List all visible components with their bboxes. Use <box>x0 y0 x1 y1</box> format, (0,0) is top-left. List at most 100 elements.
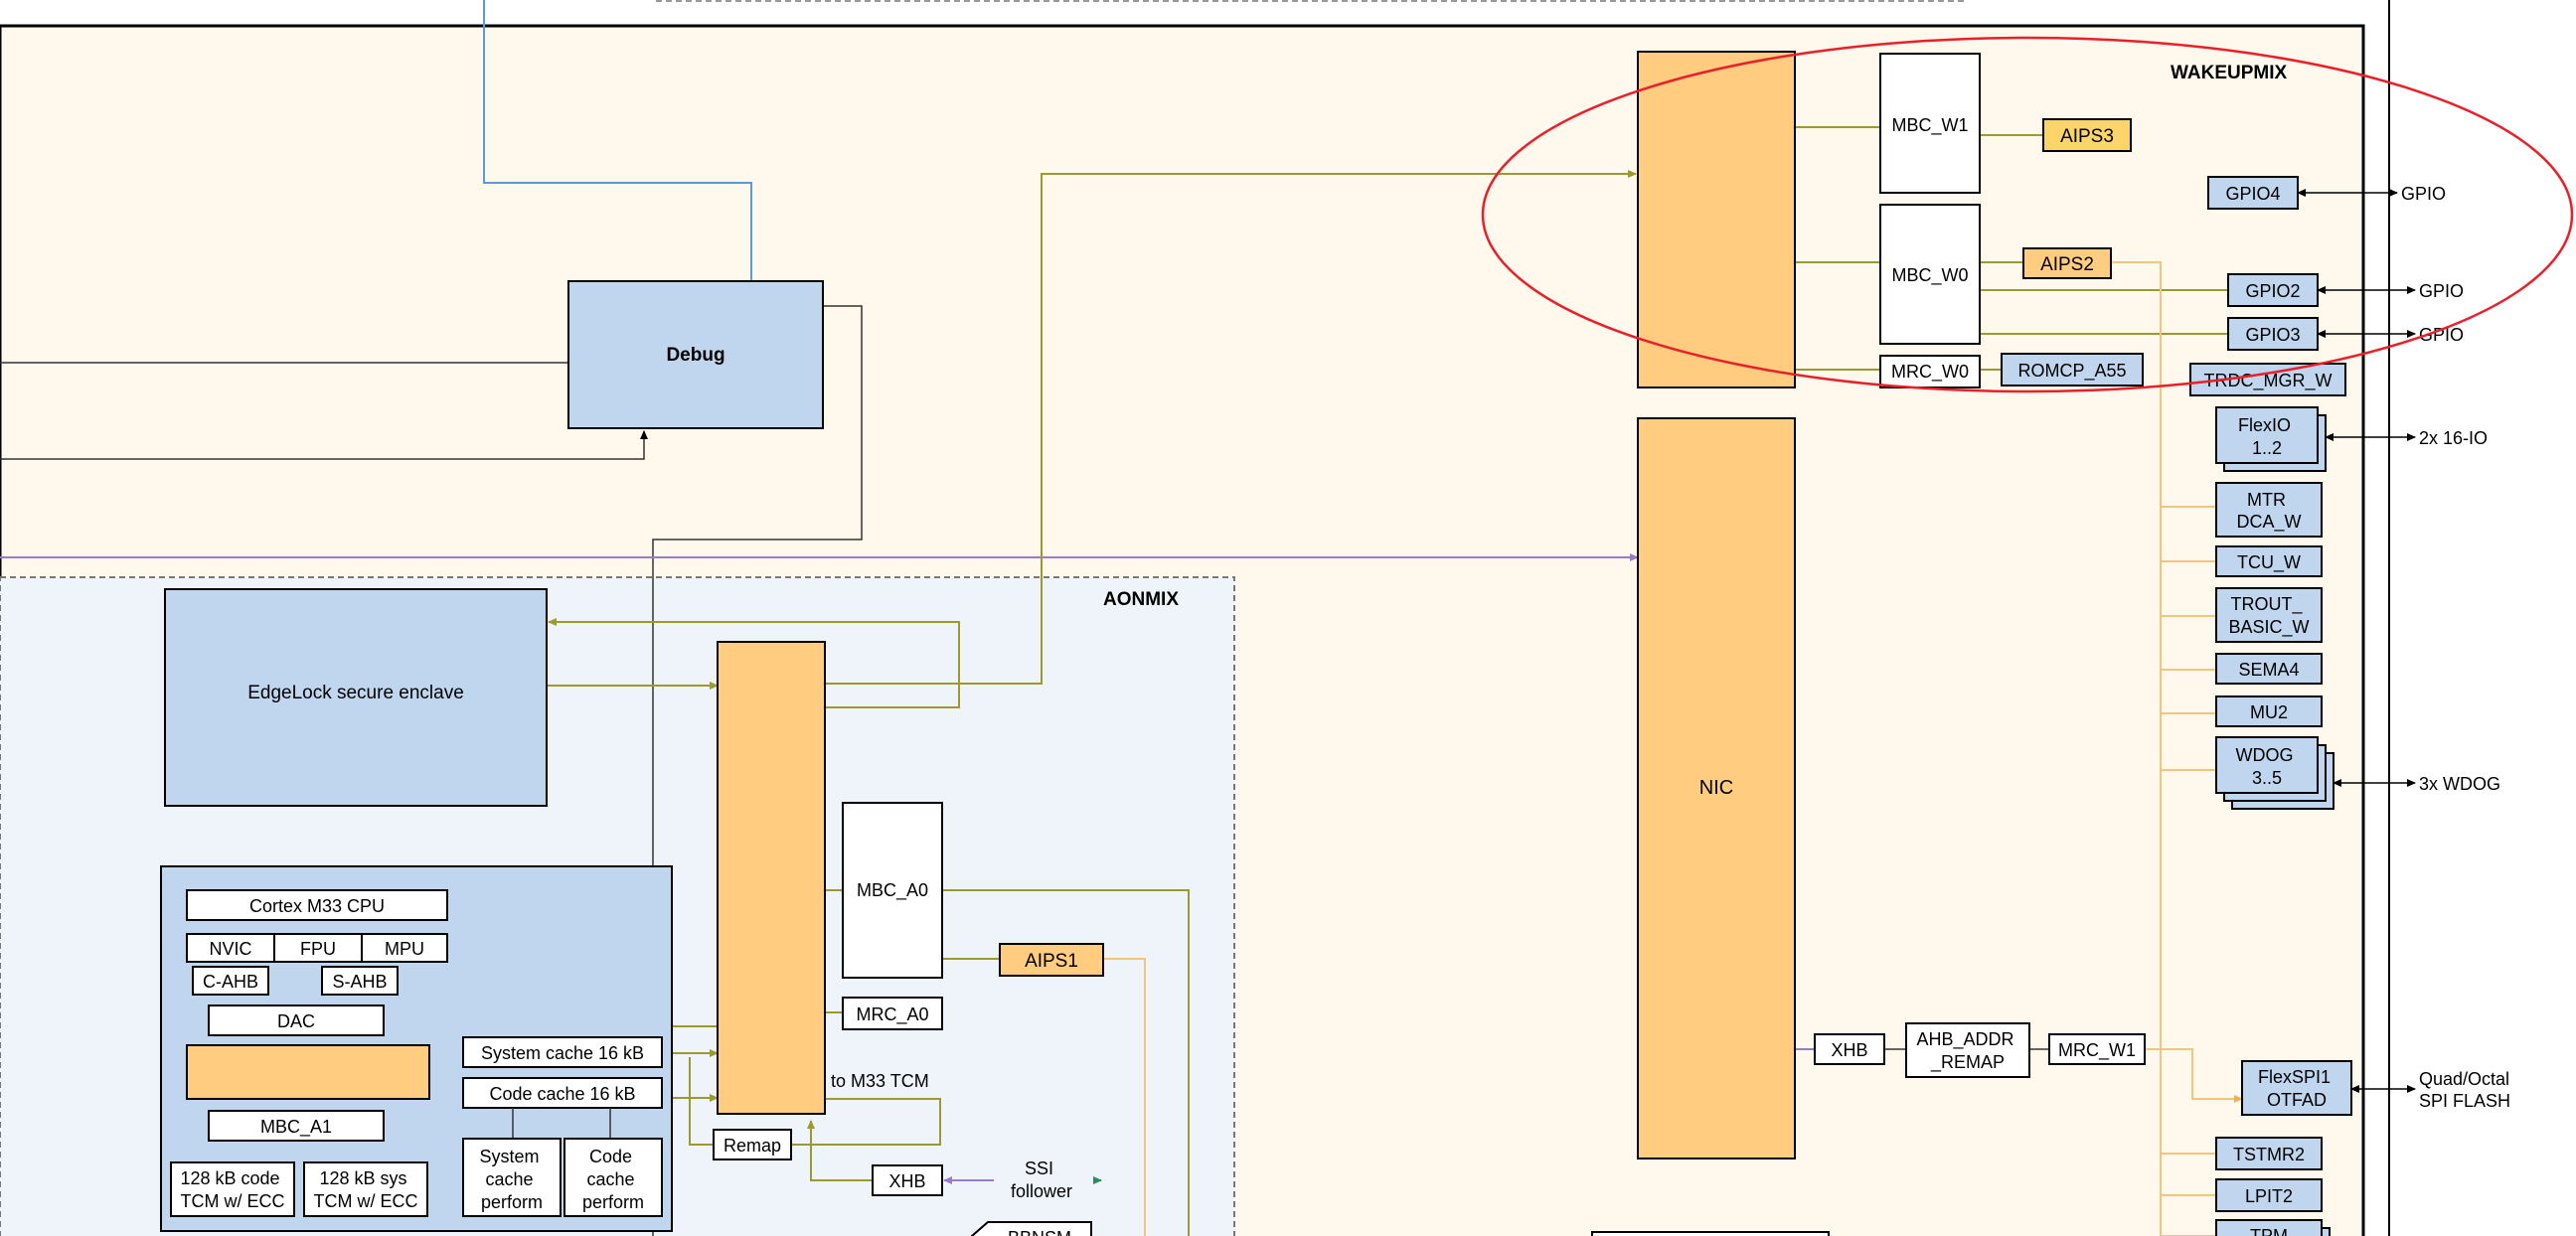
gpio4-block[interactable]: GPIO4 <box>2207 176 2299 210</box>
mbc-a1-block[interactable]: MBC_A1 <box>208 1110 385 1142</box>
mbc-w1-label: MBC_W1 <box>1891 115 1968 136</box>
xhb-aon-block[interactable]: XHB <box>872 1164 943 1196</box>
sys-cache-block[interactable]: System cache 16 kB <box>462 1036 663 1068</box>
olive-tcm-loop <box>689 1057 941 1146</box>
trdc-mgr-w-block[interactable]: TRDC_MGR_W <box>2189 363 2346 396</box>
aips2-block[interactable]: AIPS2 <box>2022 247 2112 279</box>
aips1-block[interactable]: AIPS1 <box>999 943 1104 977</box>
xhb-aon-label: XHB <box>888 1171 925 1191</box>
mtr-dca-w-block[interactable]: MTR DCA_W <box>2215 482 2323 538</box>
dac-label: DAC <box>277 1011 315 1031</box>
olive-mbca0-right <box>942 889 1190 1236</box>
ssi-follower-label: SSI follower <box>1011 1159 1072 1201</box>
mbc-w1-block[interactable]: MBC_W1 <box>1879 53 1981 194</box>
s-ahb-block[interactable]: S-AHB <box>321 966 399 996</box>
mu2-block[interactable]: MU2 <box>2215 695 2323 727</box>
aon-crossbar[interactable] <box>717 641 826 1115</box>
edgelock-block[interactable]: EdgeLock secure enclave <box>164 588 548 807</box>
ahb-addr-remap-label: AHB_ADDR _REMAP <box>1916 1029 2018 1073</box>
tcm-sys-block[interactable]: 128 kB sys TCM w/ ECC <box>303 1161 428 1217</box>
sys-cache-perf-label: System cache perform <box>479 1147 544 1212</box>
sys-cache-label: System cache 16 kB <box>481 1043 644 1063</box>
gpio3-block[interactable]: GPIO3 <box>2227 317 2319 351</box>
romcp-a55-label: ROMCP_A55 <box>2017 361 2126 382</box>
aips3-label: AIPS3 <box>2060 126 2114 147</box>
wakeupmix-label: WAKEUPMIX <box>2171 63 2288 83</box>
line-to-debug-arrow <box>0 430 648 460</box>
dac-block[interactable]: DAC <box>208 1004 385 1036</box>
highlight-ellipse <box>1481 36 2574 393</box>
sema4-block[interactable]: SEMA4 <box>2215 653 2323 685</box>
tstmr2-block[interactable]: TSTMR2 <box>2215 1137 2323 1170</box>
mpu-block[interactable]: MPU <box>361 933 448 963</box>
c-ahb-block[interactable]: C-AHB <box>192 966 269 996</box>
mbc-a0-label: MBC_A0 <box>857 880 928 901</box>
remap-label: Remap <box>724 1136 781 1156</box>
bbnsm-block[interactable]: BBNSM <box>971 1221 1092 1236</box>
cortex-m33-block[interactable]: Cortex M33 CPU <box>186 889 448 921</box>
trdc-mgr-w-label: TRDC_MGR_W <box>2204 371 2333 391</box>
gpio4-label: GPIO4 <box>2225 184 2280 204</box>
tcm-code-block[interactable]: 128 kB code TCM w/ ECC <box>170 1161 295 1217</box>
aips2-label: AIPS2 <box>2040 254 2094 275</box>
cpu-crossbar[interactable] <box>186 1044 430 1100</box>
c-ahb-label: C-AHB <box>203 972 258 992</box>
code-cache-perf-block[interactable]: Code cache perform <box>564 1138 663 1217</box>
mrc-w0-label: MRC_W0 <box>1891 362 1969 383</box>
trout-basic-w-block[interactable]: TROUT_ BASIC_W <box>2215 587 2323 643</box>
s-ahb-label: S-AHB <box>332 972 387 992</box>
xhb-wakeup-block[interactable]: XHB <box>1814 1033 1885 1065</box>
mbc-w0-block[interactable]: MBC_W0 <box>1879 204 1981 345</box>
cache-perf-connectors <box>512 1108 611 1139</box>
orange-mrcw1-flexspi <box>2145 1048 2243 1103</box>
debug-block[interactable]: Debug <box>567 280 824 429</box>
mu2-label: MU2 <box>2250 702 2288 722</box>
wakeup-crossbar[interactable] <box>1637 51 1796 388</box>
mbc-w0-label: MBC_W0 <box>1891 265 1968 286</box>
gpio2-label: GPIO2 <box>2245 281 2300 301</box>
gpio2-block[interactable]: GPIO2 <box>2227 273 2319 307</box>
romcp-a55-block[interactable]: ROMCP_A55 <box>2001 353 2144 386</box>
lpit2-block[interactable]: LPIT2 <box>2215 1178 2323 1212</box>
spi-flash-label: Quad/Octal SPI FLASH <box>2419 1069 2514 1111</box>
mbc-a0-block[interactable]: MBC_A0 <box>842 802 943 979</box>
mrc-a0-label: MRC_A0 <box>856 1004 928 1025</box>
tcm-code-label: 128 kB code TCM w/ ECC <box>180 1168 284 1211</box>
mrc-w0-block[interactable]: MRC_W0 <box>1879 355 1981 388</box>
mrc-a0-block[interactable]: MRC_A0 <box>842 997 943 1030</box>
mrc-w1-label: MRC_W1 <box>2058 1040 2136 1061</box>
aips1-bus <box>1103 958 1146 1236</box>
flexio-label: FlexIO 1..2 <box>2238 415 2296 458</box>
bottom-partial-block <box>1591 1231 1830 1236</box>
xhb-wakeup-label: XHB <box>1831 1040 1867 1060</box>
tpm-block[interactable]: TPM <box>2215 1219 2331 1236</box>
bbnsm-label: BBNSM <box>1008 1228 1071 1236</box>
wdog-block[interactable]: WDOG 3..5 <box>2215 736 2334 810</box>
olive-xbar-to-edgelock <box>548 618 960 708</box>
to-m33-tcm-label: to M33 TCM <box>831 1071 929 1091</box>
code-cache-block[interactable]: Code cache 16 kB <box>462 1077 663 1109</box>
flexspi1-block[interactable]: FlexSPI1 OTFAD <box>2241 1060 2352 1116</box>
remap-block[interactable]: Remap <box>713 1129 792 1160</box>
fpu-block[interactable]: FPU <box>273 933 363 963</box>
code-cache-label: Code cache 16 kB <box>489 1084 635 1104</box>
nic-block[interactable]: NIC <box>1637 417 1796 1159</box>
trout-basic-w-label: TROUT_ BASIC_W <box>2228 594 2309 638</box>
tcm-sys-label: 128 kB sys TCM w/ ECC <box>314 1168 418 1211</box>
debug-out-line <box>652 305 863 1236</box>
gpio-ext-label-3: GPIO <box>2419 325 2464 345</box>
nvic-block[interactable]: NVIC <box>186 933 275 963</box>
aips3-block[interactable]: AIPS3 <box>2042 118 2132 152</box>
wdog-label: WDOG 3..5 <box>2235 745 2298 788</box>
ahb-addr-remap-block[interactable]: AHB_ADDR _REMAP <box>1905 1022 2030 1078</box>
sys-cache-perf-block[interactable]: System cache perform <box>462 1138 562 1217</box>
flexspi1-label: FlexSPI1 OTFAD <box>2258 1067 2335 1110</box>
flexio-block[interactable]: FlexIO 1..2 <box>2215 406 2327 472</box>
aonmix-label: AONMIX <box>1103 589 1179 610</box>
nic-label: NIC <box>1699 777 1733 799</box>
nvic-label: NVIC <box>209 939 251 959</box>
tcu-w-block[interactable]: TCU_W <box>2215 545 2323 577</box>
mrc-w1-block[interactable]: MRC_W1 <box>2048 1033 2146 1065</box>
fpu-label: FPU <box>300 939 336 959</box>
